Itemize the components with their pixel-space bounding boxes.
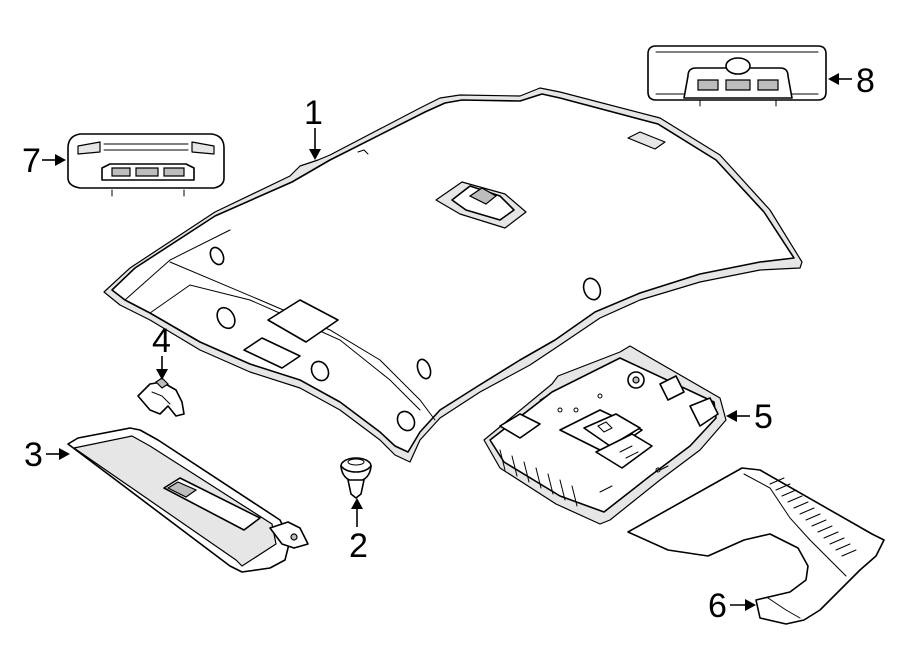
callout-8: 8 xyxy=(828,62,875,100)
overhead-console-base-part[interactable] xyxy=(483,345,727,525)
callout-2-number: 2 xyxy=(349,527,368,565)
callout-2: 2 xyxy=(349,498,368,565)
headliner-part[interactable] xyxy=(103,87,803,463)
callout-1: 1 xyxy=(304,94,323,160)
callout-5-number: 5 xyxy=(754,398,773,436)
callout-3: 3 xyxy=(24,436,70,474)
visor-bracket-part[interactable] xyxy=(137,377,185,417)
callout-3-number: 3 xyxy=(24,436,43,474)
front-map-lamp-part[interactable] xyxy=(647,45,827,107)
sun-visor-part[interactable] xyxy=(67,427,309,573)
console-trim-panel-part[interactable] xyxy=(627,467,885,625)
callout-4: 4 xyxy=(152,322,171,380)
callout-6-number: 6 xyxy=(708,587,727,625)
rear-dome-lamp-part[interactable] xyxy=(67,133,225,197)
callout-7-number: 7 xyxy=(22,142,41,180)
callout-6: 6 xyxy=(708,587,756,625)
callout-7: 7 xyxy=(22,142,66,180)
callout-5: 5 xyxy=(726,398,773,436)
callout-8-number: 8 xyxy=(856,62,875,100)
callout-4-number: 4 xyxy=(152,322,171,360)
retainer-clip-part[interactable] xyxy=(340,457,372,499)
callout-1-number: 1 xyxy=(304,94,323,132)
